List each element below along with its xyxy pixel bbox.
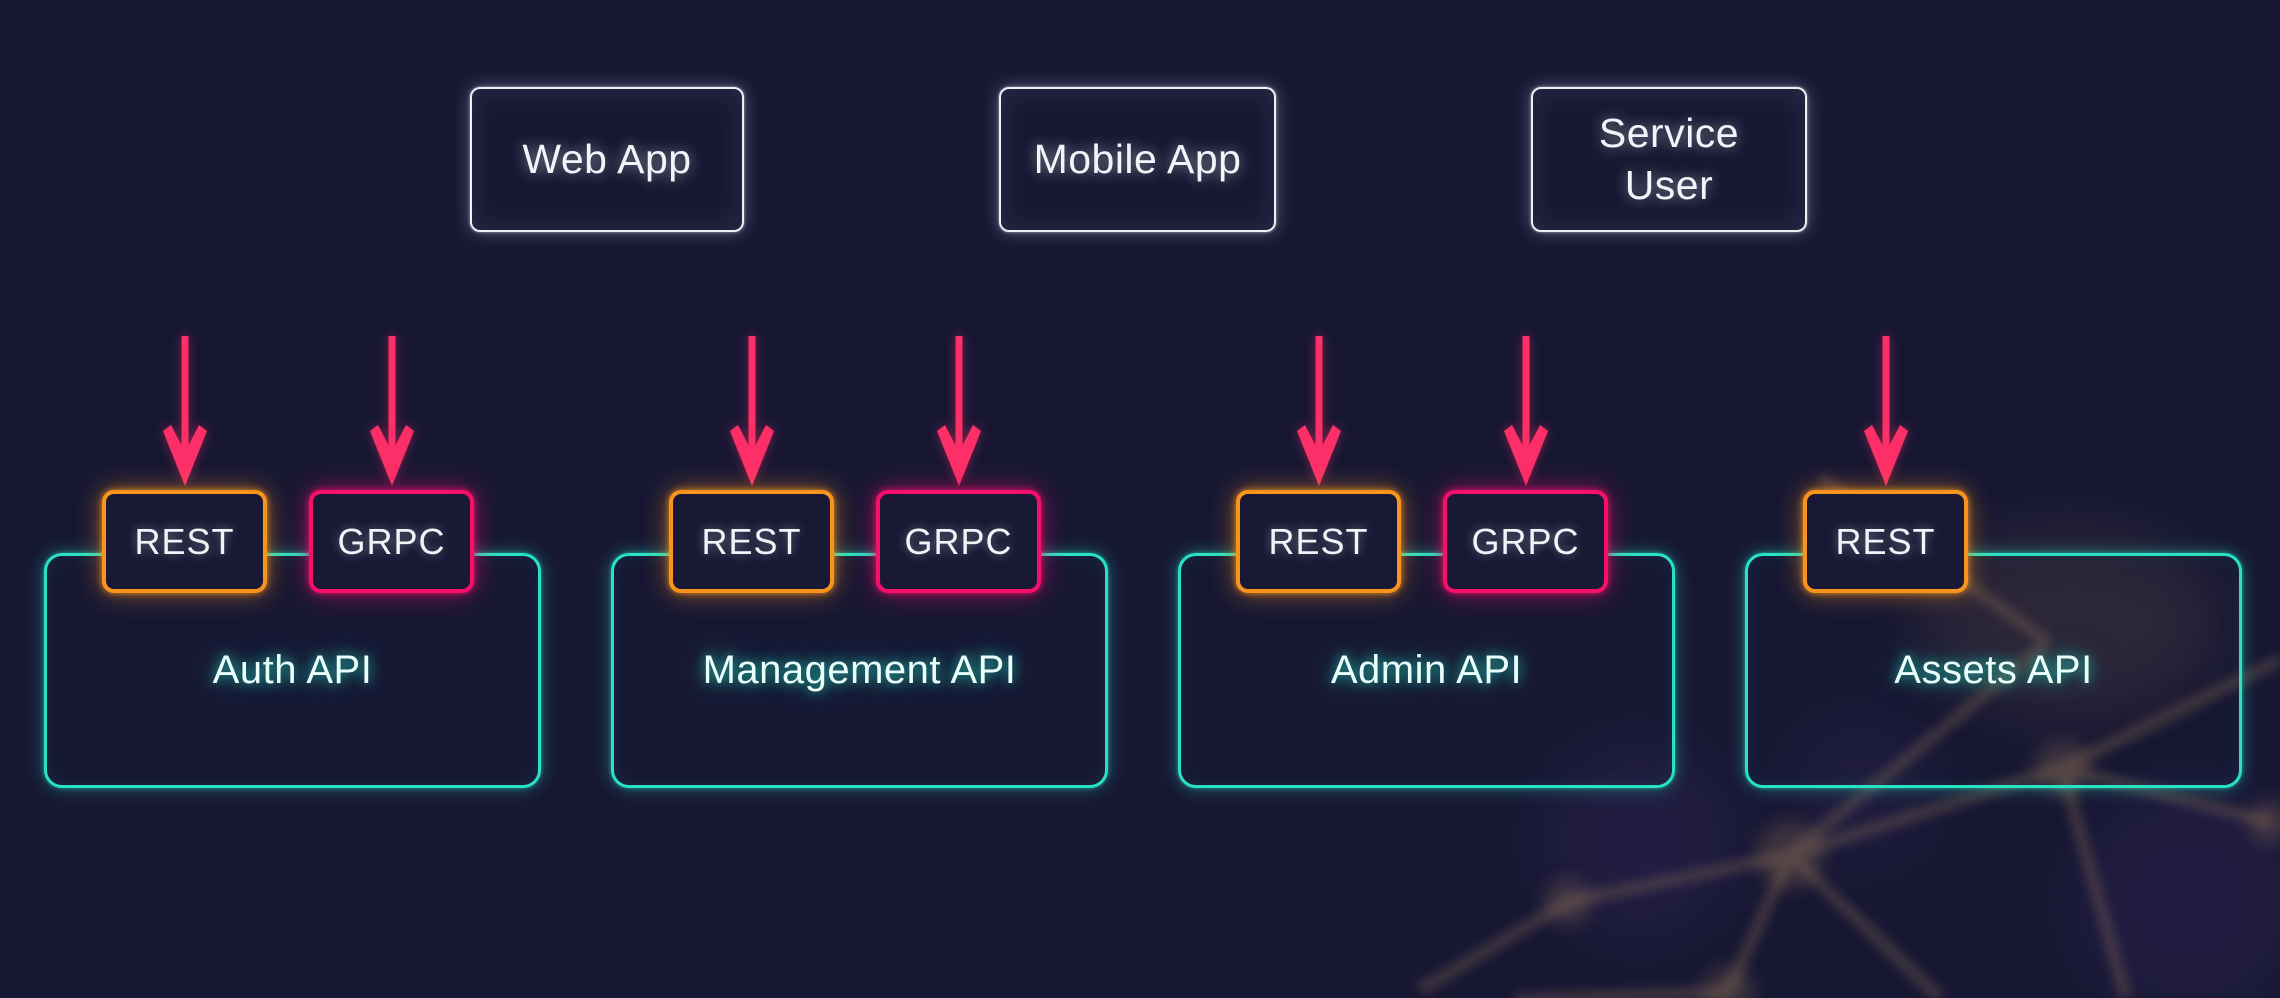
admin-api-box: Admin API bbox=[1178, 553, 1675, 788]
rest-protocol-box: REST bbox=[102, 490, 267, 593]
down-arrow-icon bbox=[1297, 336, 1341, 486]
plexus-nodes bbox=[1544, 527, 2280, 998]
client-label: Web App bbox=[522, 135, 692, 182]
management-api-box: Management API bbox=[611, 553, 1108, 788]
down-arrow-icon bbox=[937, 336, 981, 486]
auth-api-group: Auth API REST GRPC bbox=[44, 336, 541, 788]
api-label: Auth API bbox=[212, 648, 373, 692]
grpc-protocol-box: GRPC bbox=[876, 490, 1041, 593]
down-arrow-icon bbox=[370, 336, 414, 486]
grpc-protocol-box: GRPC bbox=[1443, 490, 1608, 593]
down-arrow-icon bbox=[1504, 336, 1548, 486]
network-background-graphic bbox=[1416, 472, 2280, 998]
rest-protocol-box: REST bbox=[1236, 490, 1401, 593]
client-label: Service User bbox=[1598, 110, 1740, 208]
api-label: Management API bbox=[702, 648, 1017, 692]
assets-api-group: Assets API REST bbox=[1745, 336, 2242, 788]
management-api-group: Management API REST GRPC bbox=[611, 336, 1108, 788]
protocol-label: REST bbox=[1835, 520, 1936, 562]
protocol-label: GRPC bbox=[337, 520, 446, 562]
client-box-mobile-app: Mobile App bbox=[999, 87, 1276, 232]
rest-protocol-box: REST bbox=[1803, 490, 1968, 593]
protocol-label: REST bbox=[1268, 520, 1369, 562]
down-arrow-icon bbox=[730, 336, 774, 486]
protocol-label: GRPC bbox=[1471, 520, 1580, 562]
auth-api-box: Auth API bbox=[44, 553, 541, 788]
down-arrow-icon bbox=[163, 336, 207, 486]
protocol-label: GRPC bbox=[904, 520, 1013, 562]
client-label: Mobile App bbox=[1033, 135, 1242, 182]
assets-api-box: Assets API bbox=[1745, 553, 2242, 788]
api-label: Admin API bbox=[1330, 648, 1523, 692]
down-arrow-icon bbox=[1864, 336, 1908, 486]
client-box-web-app: Web App bbox=[470, 87, 744, 232]
protocol-label: REST bbox=[134, 520, 235, 562]
rest-protocol-box: REST bbox=[669, 490, 834, 593]
api-label: Assets API bbox=[1894, 648, 2093, 692]
client-box-service-user: Service User bbox=[1531, 87, 1807, 232]
protocol-label: REST bbox=[701, 520, 802, 562]
grpc-protocol-box: GRPC bbox=[309, 490, 474, 593]
admin-api-group: Admin API REST GRPC bbox=[1178, 336, 1675, 788]
